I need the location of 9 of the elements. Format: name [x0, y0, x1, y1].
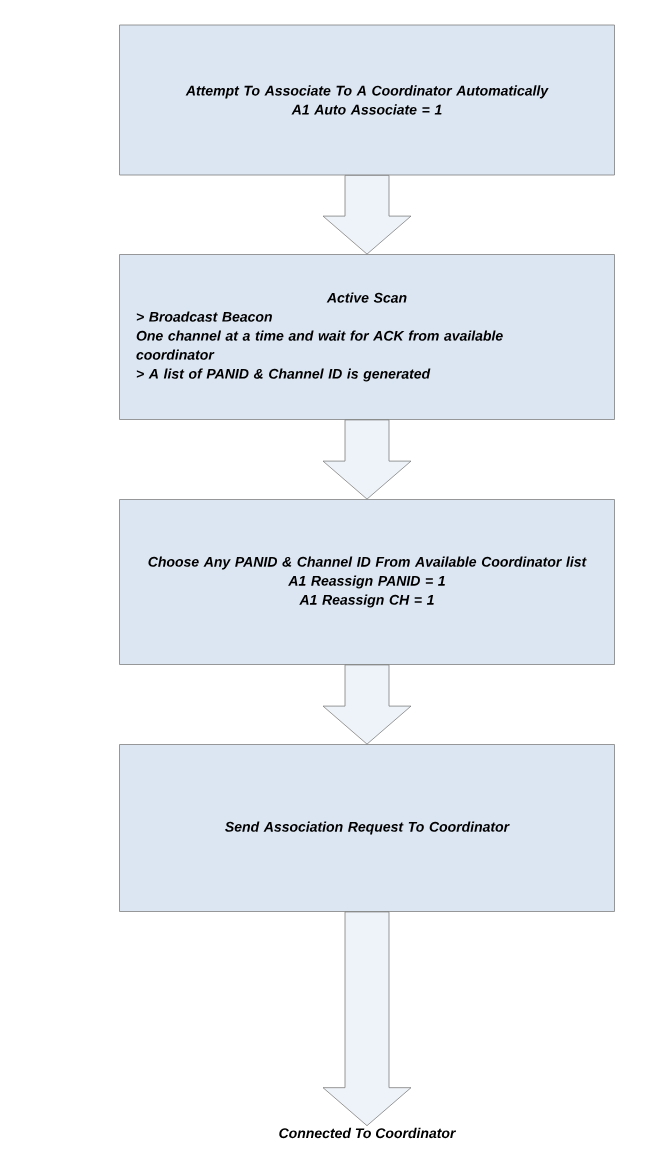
end-label: Connected To Coordinator: [279, 1127, 457, 1139]
block-arrow: [322, 419, 412, 500]
block-arrow: [322, 911, 412, 1127]
process-box: Attempt To Associate To A Coordinator Automatically A1 Auto Associate = 1: [119, 24, 615, 176]
process-box: Choose Any PANID & Channel ID From Available Coordinator list A1 Reassign PANID = 1 A1 Reassign CH = 1: [119, 499, 615, 665]
block-arrow: [322, 175, 412, 255]
process-box: Send Association Request To Coordinator: [119, 744, 615, 912]
process-box: Active Scan > Broadcast Beacon One channel at a time and wait for ACK from available coordinator > A list of PANID & Channel ID is generated: [119, 254, 615, 420]
block-arrow: [322, 664, 412, 745]
